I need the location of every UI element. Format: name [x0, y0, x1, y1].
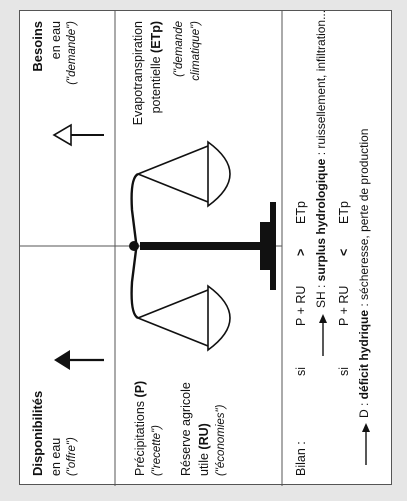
precipitations-text: Précipitations — [133, 400, 147, 476]
bilan-row1-expr: P + RU — [294, 285, 308, 326]
precipitations-tag: ("recette") — [151, 425, 163, 476]
rotated-diagram: Disponibilités en eau ("offre") Précipit… — [20, 9, 393, 486]
result-arrow-sh — [319, 314, 327, 356]
besoins-title: Besoins — [30, 21, 45, 72]
result-arrow-d — [362, 423, 370, 465]
bilan-row1-rhs: ETp — [294, 201, 308, 224]
ru-tag: ("économies") — [215, 404, 227, 476]
etp-code: (ETp) — [149, 21, 163, 53]
bilan-label: Bilan : — [294, 441, 308, 476]
d-effects: : sécheresse, perte de production — [357, 128, 371, 310]
etp-text: potentielle — [149, 56, 163, 114]
bilan-row2-result: D : déficit hydrique : sécheresse, perte… — [357, 128, 372, 418]
etp-tag-line2: climatique") — [190, 21, 202, 81]
diagram-lines — [20, 11, 370, 486]
ru-code: (RU) — [197, 423, 211, 450]
bilan-row2-si: si — [337, 366, 351, 376]
bilan-row2-rhs: ETp — [337, 201, 351, 224]
d-code: D : — [357, 402, 371, 418]
offre-title: Disponibilités — [30, 390, 45, 476]
ru-label-line2: utile (RU) — [197, 423, 211, 476]
d-term: déficit hydrique — [357, 309, 371, 400]
besoins-subtitle: en eau — [49, 21, 63, 60]
balance-scale — [129, 140, 276, 352]
offre-subtitle: en eau — [49, 437, 63, 476]
demande-arrow — [52, 123, 104, 147]
bilan-row2-operator: < — [337, 248, 351, 256]
sh-effects: : ruissellement, infiltration... — [314, 9, 328, 159]
precipitations-label: Précipitations (P) — [133, 381, 147, 476]
sh-term: surplus hydrologique — [314, 158, 328, 282]
precipitations-code: (P) — [133, 380, 147, 398]
etp-tag-line1: ("demande — [173, 21, 185, 77]
ru-text: utile — [197, 453, 211, 476]
figure-frame: Disponibilités en eau ("offre") Précipit… — [19, 9, 393, 486]
etp-label-line2: potentielle (ETp) — [149, 21, 163, 113]
bilan-row2-expr: P + RU — [337, 285, 351, 326]
offre-arrow — [54, 350, 104, 370]
bilan-row1-result: SH : surplus hydrologique : ruissellemen… — [314, 9, 329, 308]
sh-code: SH : — [314, 284, 328, 308]
offre-tag: ("offre") — [66, 437, 78, 476]
etp-label-line1: Evapotranspiration — [131, 21, 145, 126]
besoins-tag: ("demande") — [66, 21, 78, 85]
ru-label-line1: Réserve agricole — [179, 382, 193, 476]
bilan-row1-si: si — [294, 366, 308, 376]
bilan-row1-operator: > — [294, 248, 308, 256]
